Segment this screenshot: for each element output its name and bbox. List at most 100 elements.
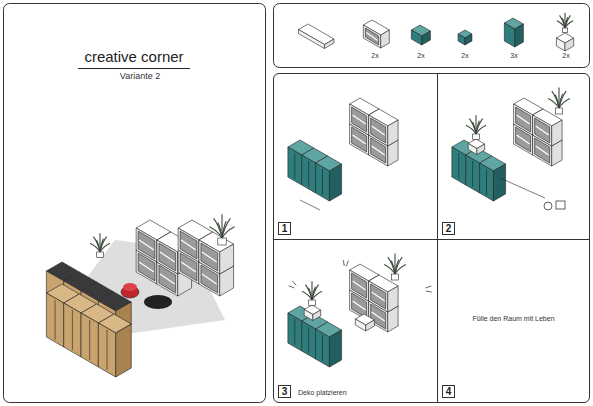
- plant: [209, 214, 234, 245]
- box-front: [556, 38, 565, 51]
- box-front: [288, 313, 302, 351]
- chair-icon: [556, 201, 565, 209]
- door-line: [308, 161, 309, 187]
- shelf-inside: [371, 118, 386, 143]
- shelf-inside: [138, 231, 155, 259]
- shelf-inside: [535, 118, 550, 143]
- box-front: [533, 115, 552, 146]
- shelf-board: [517, 135, 530, 144]
- motion-line: [292, 281, 296, 286]
- door-line: [89, 320, 90, 360]
- box-front: [81, 313, 98, 367]
- shelf-board: [366, 33, 377, 41]
- box-side: [366, 320, 375, 331]
- part-count: 3x: [510, 52, 517, 60]
- box-front: [350, 270, 369, 301]
- box-front: [298, 30, 324, 49]
- part-count: 2x: [562, 52, 569, 60]
- shelf-board: [517, 115, 530, 124]
- door-line: [486, 169, 487, 195]
- box-side: [477, 144, 485, 155]
- box-side: [515, 24, 524, 47]
- box-front: [46, 293, 63, 347]
- box-front: [178, 228, 199, 262]
- box-front: [302, 155, 316, 193]
- shelf-board: [372, 126, 385, 135]
- box-front: [302, 321, 316, 359]
- shelf-board: [139, 262, 154, 272]
- shelf-board: [202, 274, 217, 284]
- step-note: Deko platzieren: [298, 389, 347, 397]
- shelf-inside: [352, 273, 367, 298]
- plant: [384, 254, 406, 280]
- box-front: [466, 155, 480, 193]
- title: creative corner: [78, 49, 189, 69]
- step-note: Fülle den Raum mit Leben: [438, 315, 589, 323]
- door-line: [322, 169, 323, 195]
- box-side: [565, 38, 574, 51]
- cover-illustration: [46, 214, 234, 377]
- box-front: [411, 30, 421, 45]
- part-count: 2x: [417, 52, 424, 60]
- step-number: 3: [278, 385, 291, 398]
- motion-line: [346, 261, 348, 267]
- box-front: [136, 228, 157, 262]
- shelf-board: [202, 252, 217, 262]
- shelf-board: [372, 146, 385, 155]
- chair-seat: [123, 283, 137, 291]
- door-line: [55, 300, 56, 340]
- shelf-board: [160, 274, 175, 284]
- shelf-board: [353, 281, 366, 290]
- box-front: [157, 240, 178, 274]
- step-panel: 3 Deko platzieren: [273, 239, 438, 403]
- shelf-inside: [352, 107, 367, 132]
- motion-line: [343, 260, 344, 266]
- door-line: [294, 153, 295, 179]
- box-front: [369, 115, 388, 146]
- door-line: [107, 330, 108, 370]
- step-number: 4: [442, 385, 455, 398]
- box-front: [98, 323, 115, 377]
- plant: [466, 115, 486, 139]
- box-side: [329, 330, 341, 367]
- parts-panel: [274, 4, 590, 68]
- box-front: [504, 23, 514, 47]
- cover-panel: [4, 4, 266, 403]
- box-side: [220, 244, 234, 274]
- step-illustration: [288, 98, 398, 210]
- box-front: [468, 144, 477, 155]
- motion-line: [289, 286, 295, 288]
- door-line: [72, 310, 73, 350]
- box-front: [514, 104, 533, 135]
- box-front: [369, 281, 388, 312]
- step-panel: 4 Fülle den Raum mit Leben: [437, 239, 590, 403]
- box-front: [452, 147, 466, 185]
- shelf-board: [353, 115, 366, 124]
- part-count: 2x: [371, 52, 378, 60]
- box-front: [304, 310, 313, 321]
- shelf-board: [181, 240, 196, 250]
- shelf-inside: [159, 243, 176, 271]
- shelf-inside: [516, 107, 531, 132]
- motion-line: [426, 291, 432, 292]
- box-side: [329, 164, 341, 201]
- box-side: [381, 30, 390, 48]
- floor-line: [500, 178, 545, 198]
- box-side: [552, 120, 562, 146]
- variant-label: Variante 2: [120, 72, 160, 82]
- plant: [302, 281, 322, 305]
- box-front: [316, 163, 330, 201]
- box-front: [355, 319, 365, 331]
- box-side: [116, 324, 132, 377]
- shelf-inside: [371, 284, 386, 309]
- shelf-board: [536, 126, 549, 135]
- door-line: [308, 327, 309, 353]
- box-side: [388, 286, 398, 312]
- shelf-board: [160, 252, 175, 262]
- box-front: [363, 25, 380, 48]
- stool-icon: [544, 202, 552, 210]
- box-side: [313, 310, 321, 321]
- part-count: 2x: [461, 52, 468, 60]
- step-number: 2: [442, 222, 455, 235]
